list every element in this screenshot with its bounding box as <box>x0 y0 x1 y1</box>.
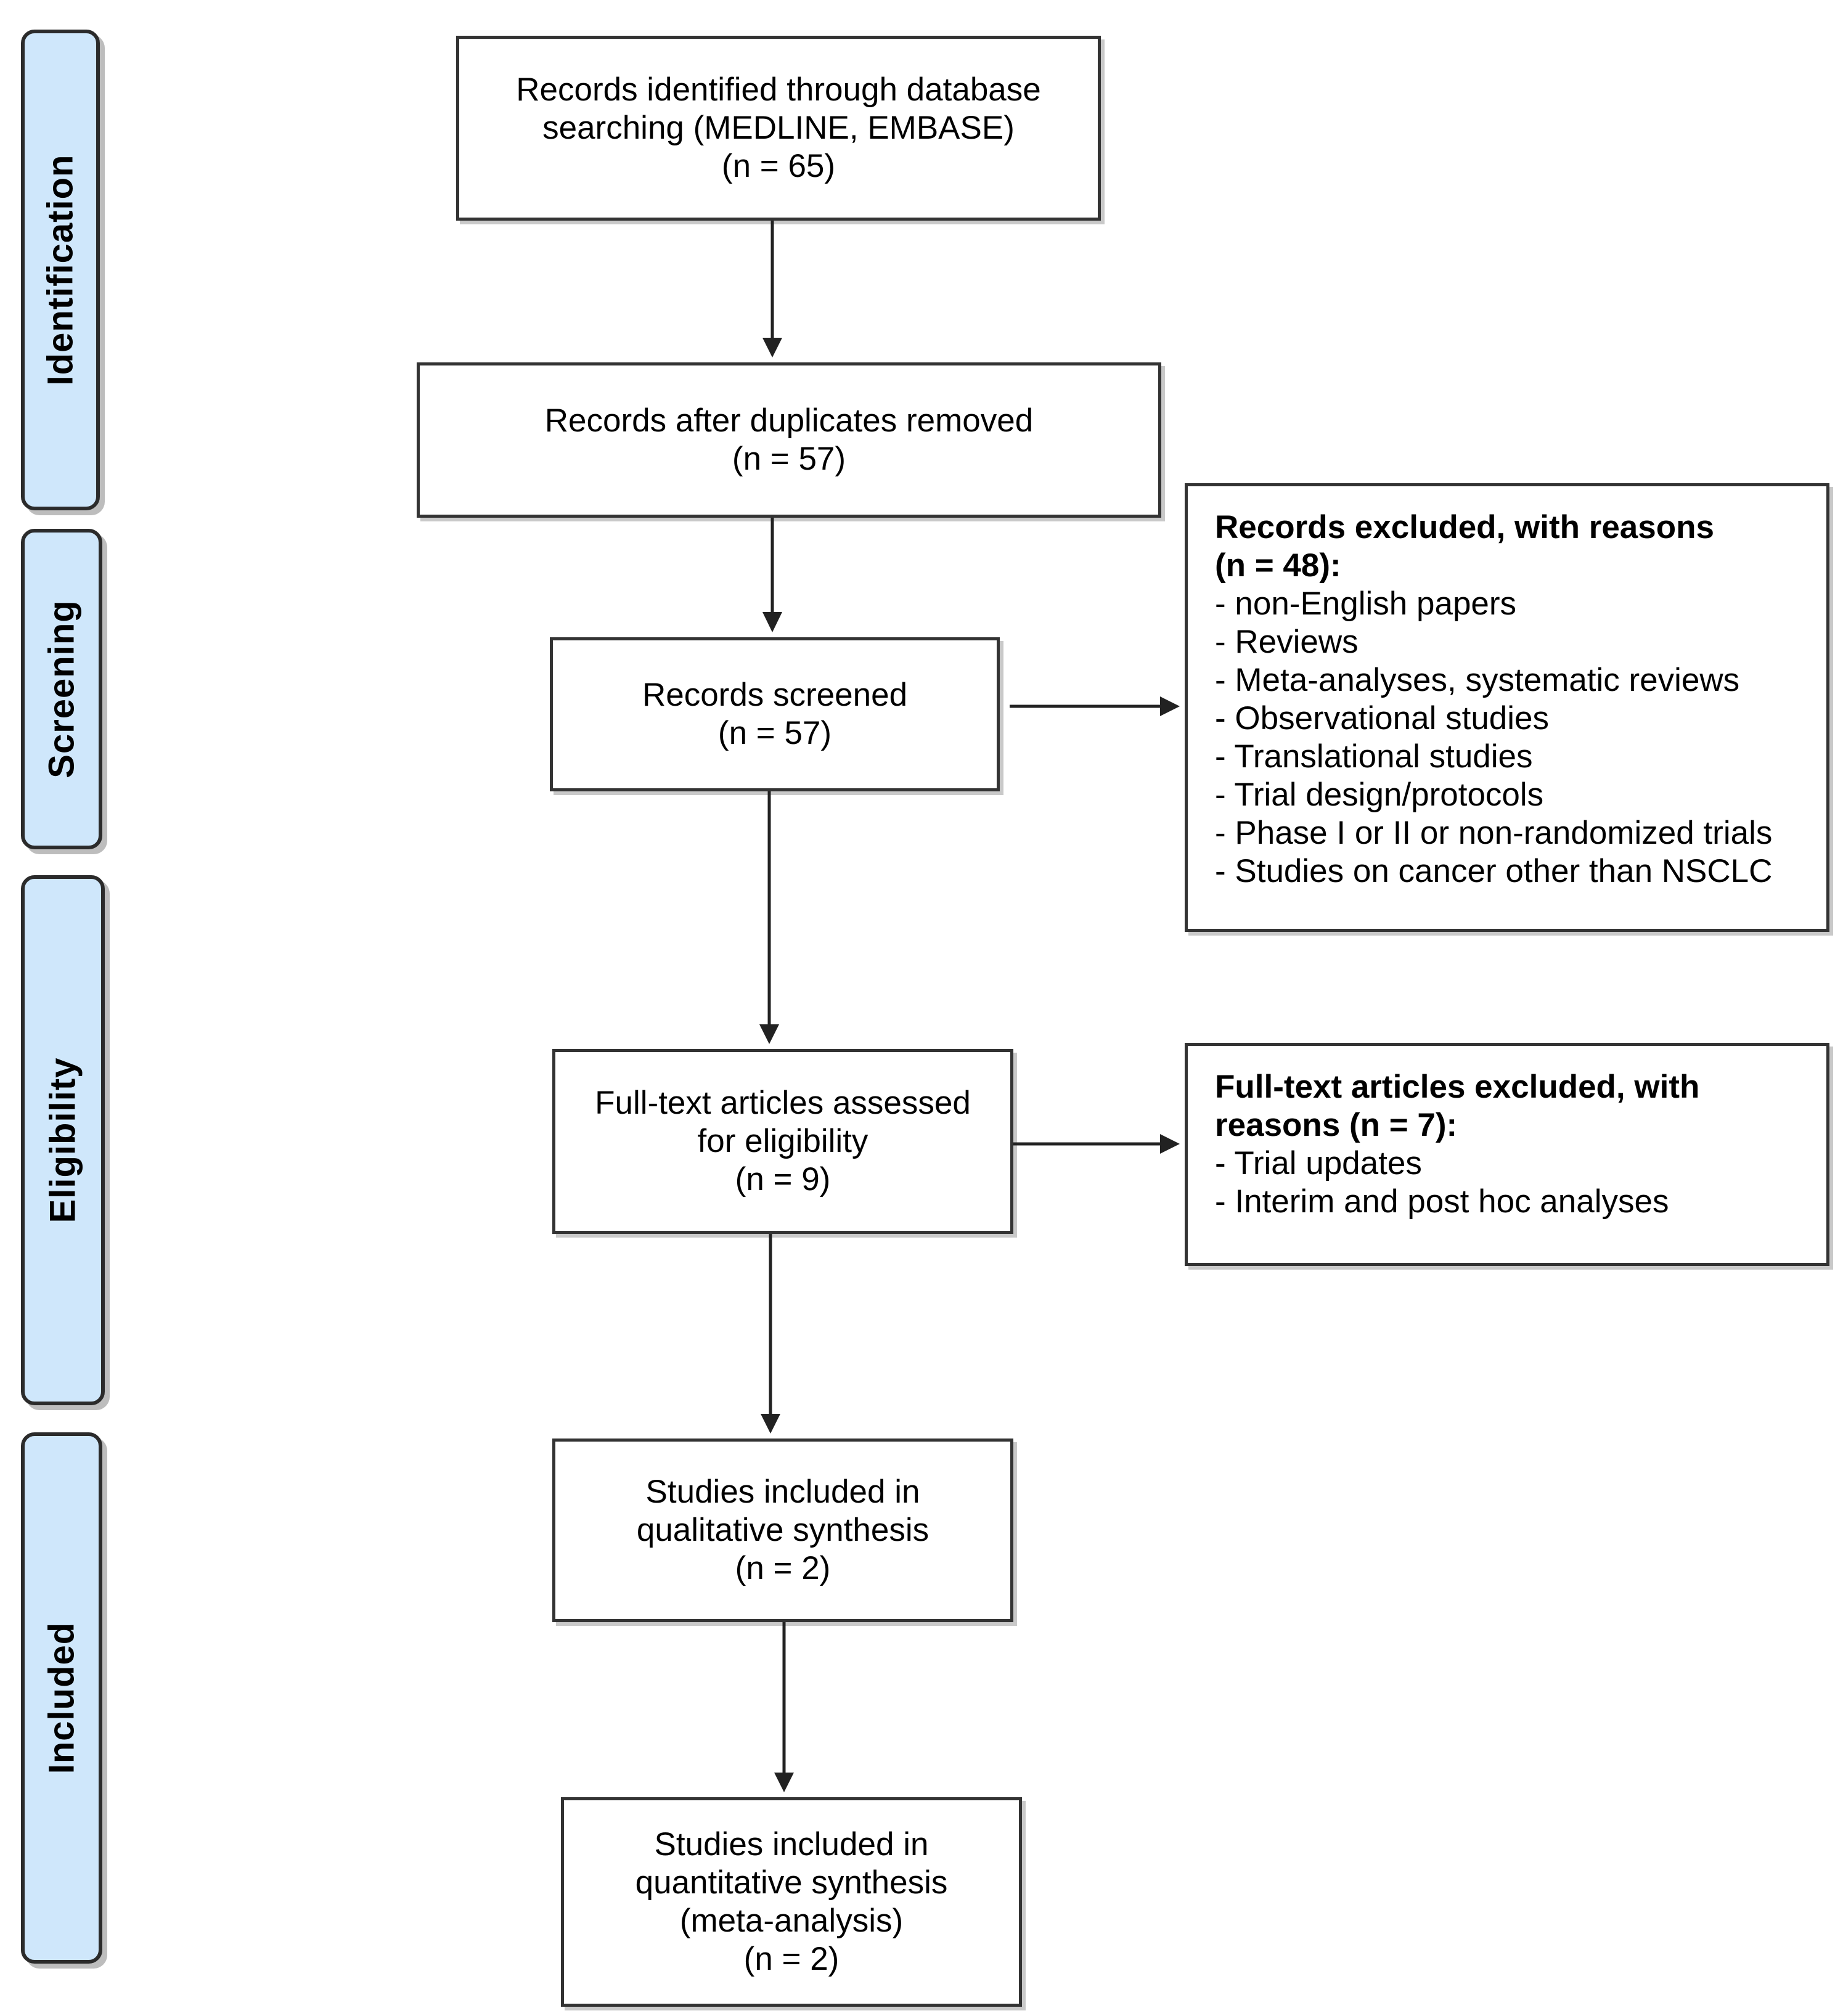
box-line: for eligibility <box>697 1123 868 1159</box>
box-line: Records screened <box>642 677 908 713</box>
records-excluded-heading: Records excluded, with reasons <box>1215 509 1714 545</box>
arrowhead-down <box>761 1414 780 1434</box>
records-deduplicated-box: Records after duplicates removed (n = 57… <box>417 362 1161 518</box>
exclusion-reason: - Interim and post hoc analyses <box>1215 1183 1669 1220</box>
exclusion-reason: - Phase I or II or non-randomized trials <box>1215 815 1773 851</box>
fulltext-excluded-box: Full-text articles excluded, with reason… <box>1185 1043 1829 1266</box>
arrowhead-right <box>1160 1134 1180 1154</box>
arrowhead-down <box>762 612 782 632</box>
exclusion-reason: - Reviews <box>1215 624 1359 660</box>
exclusion-reason: - non-English papers <box>1215 586 1517 622</box>
box-line: Full-text articles assessed <box>595 1085 971 1121</box>
arrowhead-down <box>762 338 782 357</box>
box-line: (n = 57) <box>717 715 832 751</box>
phase-identification: Identification <box>21 30 100 510</box>
box-line: (n = 57) <box>732 441 846 477</box>
phase-screening: Screening <box>21 529 102 849</box>
exclusion-reason: - Observational studies <box>1215 700 1550 737</box>
fulltext-excluded-heading: Full-text articles excluded, with <box>1215 1069 1700 1105</box>
box-line: qualitative synthesis <box>636 1512 930 1548</box>
box-line: Studies included in <box>654 1826 929 1863</box>
box-line: Records identified through database <box>516 71 1041 108</box>
box-line: quantitative synthesis <box>635 1864 948 1901</box>
exclusion-reason: - Trial design/protocols <box>1215 777 1544 813</box>
box-line: Records after duplicates removed <box>544 402 1034 439</box>
exclusion-reason: - Trial updates <box>1215 1145 1422 1181</box>
records-identified-box: Records identified through database sear… <box>456 36 1101 221</box>
fulltext-assessed-box: Full-text articles assessed for eligibil… <box>552 1049 1013 1234</box>
records-excluded-box: Records excluded, with reasons (n = 48):… <box>1185 483 1829 932</box>
phase-eligibility: Eligibility <box>21 875 105 1405</box>
box-line: Studies included in <box>645 1474 920 1510</box>
arrowhead-down <box>774 1773 794 1792</box>
exclusion-reason: - Translational studies <box>1215 738 1533 775</box>
box-line: (n = 65) <box>721 148 836 184</box>
phase-included: Included <box>21 1432 102 1964</box>
box-line: (n = 2) <box>743 1941 840 1977</box>
arrowhead-right <box>1160 696 1180 716</box>
qualitative-synthesis-box: Studies included in qualitative synthesi… <box>552 1439 1013 1622</box>
box-line: (n = 2) <box>735 1550 831 1586</box>
exclusion-reason: - Studies on cancer other than NSCLC <box>1215 853 1773 889</box>
records-screened-box: Records screened (n = 57) <box>550 637 1000 791</box>
arrowhead-down <box>759 1024 779 1044</box>
box-line: searching (MEDLINE, EMBASE) <box>542 110 1015 146</box>
box-line: (n = 9) <box>735 1161 831 1198</box>
box-line: (meta-analysis) <box>679 1903 904 1939</box>
exclusion-reason: - Meta-analyses, systematic reviews <box>1215 662 1740 698</box>
fulltext-excluded-count: reasons (n = 7): <box>1215 1107 1458 1143</box>
quantitative-synthesis-box: Studies included in quantitative synthes… <box>561 1797 1022 2007</box>
records-excluded-count: (n = 48): <box>1215 547 1341 584</box>
